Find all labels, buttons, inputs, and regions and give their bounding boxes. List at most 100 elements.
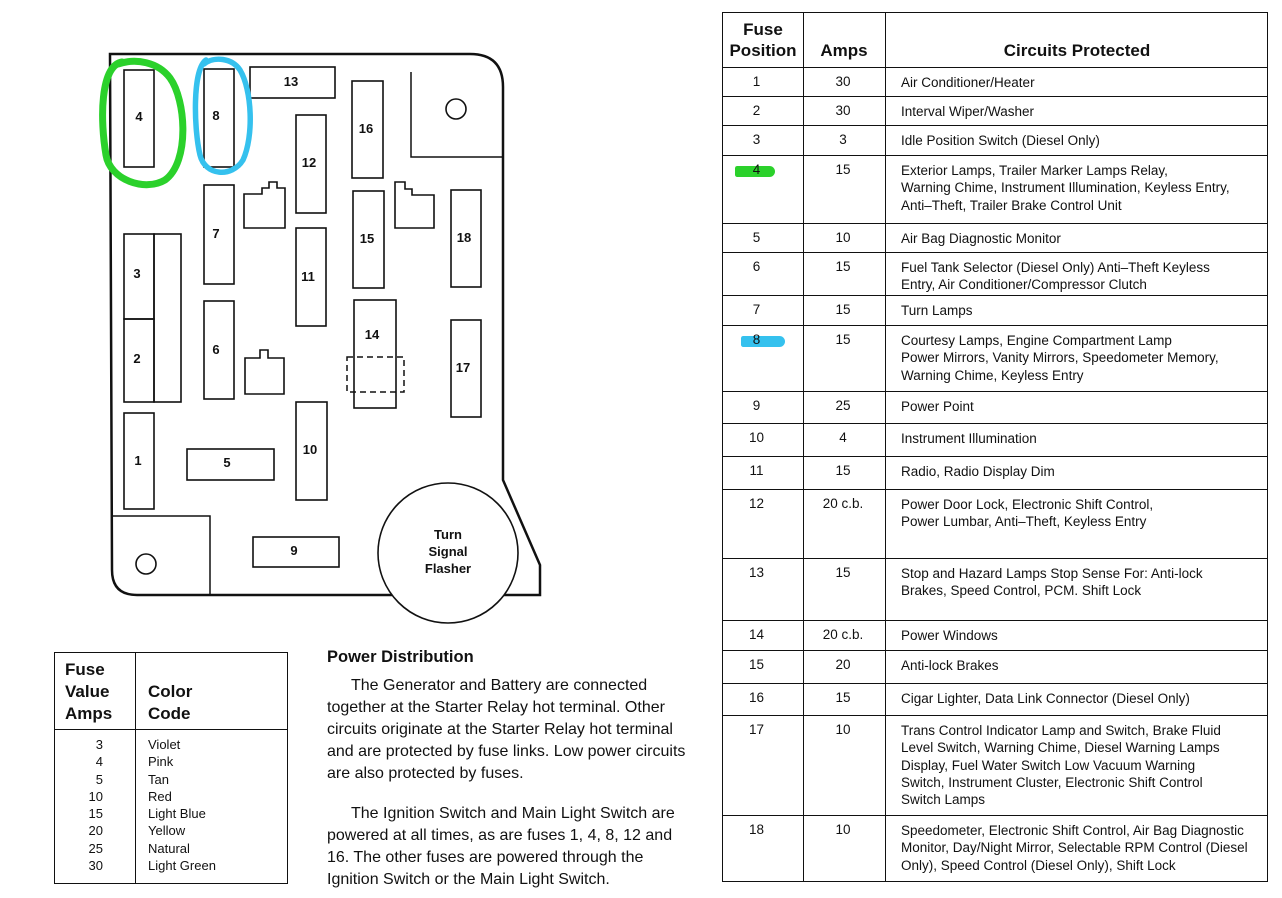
fuse-8[interactable]: 8 bbox=[203, 68, 235, 168]
circuits-cell: Stop and Hazard Lamps Stop Sense For: An… bbox=[901, 565, 1263, 600]
relay-socket-c bbox=[244, 349, 285, 395]
fuse-1[interactable]: 1 bbox=[123, 412, 155, 510]
fuse-18[interactable]: 18 bbox=[450, 189, 482, 288]
fuse-7[interactable]: 7 bbox=[203, 184, 235, 285]
fuse-2[interactable]: 2 bbox=[123, 318, 155, 403]
row-highlight-mark bbox=[735, 166, 775, 177]
row-highlight-mark bbox=[741, 336, 785, 347]
turn-signal-flasher[interactable]: Turn Signal Flasher bbox=[377, 482, 519, 624]
amps-cell: 20 c.b. bbox=[822, 627, 864, 642]
fuse-label: 13 bbox=[284, 74, 298, 89]
fuse-position-cell: 8 bbox=[752, 332, 761, 347]
circuits-cell: Idle Position Switch (Diesel Only) bbox=[901, 132, 1263, 149]
amps-cell: 15 bbox=[88, 806, 103, 822]
amps-cell: 30 bbox=[88, 858, 103, 874]
fuse-9[interactable]: 9 bbox=[252, 536, 340, 568]
circuits-cell: Power Windows bbox=[901, 627, 1263, 644]
header-line: Fuse bbox=[65, 660, 105, 679]
amps-cell: 15 bbox=[835, 690, 851, 705]
circuit-line: Trans Control Indicator Lamp and Switch,… bbox=[901, 723, 1221, 738]
circuit-line: Monitor, Day/Night Mirror, Selectable RP… bbox=[901, 840, 1248, 856]
power-distribution-paragraph-2: The Ignition Switch and Main Light Switc… bbox=[327, 805, 675, 888]
mounting-corner-bottom-left bbox=[112, 515, 211, 595]
fuse-14[interactable]: 14 bbox=[353, 299, 397, 409]
mounting-hole-bottom-left bbox=[135, 553, 157, 575]
amps-cell: 25 bbox=[835, 398, 851, 413]
header-line: Amps bbox=[65, 704, 113, 723]
fuse-15[interactable]: 15 bbox=[352, 190, 385, 289]
circuits-cell: Fuel Tank Selector (Diesel Only) Anti–Th… bbox=[901, 259, 1263, 294]
fuse-label: 10 bbox=[303, 442, 317, 457]
fuse-10[interactable]: 10 bbox=[295, 401, 328, 501]
fuse-label: 6 bbox=[212, 342, 219, 357]
circuit-line: Idle Position Switch (Diesel Only) bbox=[901, 133, 1100, 148]
header-line: Code bbox=[148, 704, 191, 723]
fuse-label: 3 bbox=[133, 266, 140, 281]
circuit-line: Speedometer, Electronic Shift Control, A… bbox=[901, 823, 1244, 838]
amps-cell: 5 bbox=[95, 771, 103, 787]
amps-cell: 30 bbox=[835, 103, 851, 118]
fuse-position-cell: 1 bbox=[752, 74, 761, 89]
fuse-label: 11 bbox=[301, 269, 315, 284]
circuit-line: Radio, Radio Display Dim bbox=[901, 464, 1055, 479]
flasher-label-line-3: Flasher bbox=[425, 561, 471, 576]
fuse-16[interactable]: 16 bbox=[351, 80, 384, 179]
circuits-cell: Interval Wiper/Washer bbox=[901, 103, 1263, 120]
fuse-6[interactable]: 6 bbox=[203, 300, 235, 400]
fuse-12[interactable]: 12 bbox=[295, 114, 327, 214]
circuit-line: Air Bag Diagnostic Monitor bbox=[901, 231, 1061, 246]
circuits-cell: Air Bag Diagnostic Monitor bbox=[901, 230, 1263, 247]
amps-cell: 3 bbox=[839, 132, 847, 147]
circuit-line: Power Door Lock, Electronic Shift Contro… bbox=[901, 497, 1154, 512]
fuse-position-cell: 17 bbox=[748, 722, 765, 737]
fuse-13[interactable]: 13 bbox=[249, 66, 336, 99]
header-line: Value bbox=[65, 682, 110, 701]
circuit-line: Power Lumbar, Anti–Theft, Keyless Entry bbox=[901, 514, 1147, 530]
fuse-label: 12 bbox=[302, 155, 316, 170]
circuits-cell: Anti-lock Brakes bbox=[901, 657, 1263, 674]
fuse-17[interactable]: 17 bbox=[450, 319, 482, 418]
circuit-line: Power Windows bbox=[901, 628, 998, 643]
circuit-line: Instrument Illumination bbox=[901, 431, 1037, 446]
fuse-2-3-housing bbox=[153, 233, 182, 403]
color-cell: Natural bbox=[148, 840, 190, 856]
circuits-cell: Instrument Illumination bbox=[901, 430, 1263, 447]
fuse-4[interactable]: 4 bbox=[123, 69, 155, 168]
fuse-position-cell: 6 bbox=[752, 259, 761, 274]
amps-cell: 10 bbox=[835, 722, 851, 737]
fuse-14-dashed-outline bbox=[346, 356, 405, 393]
fuse-position-cell: 10 bbox=[748, 430, 765, 445]
circuits-cell: Radio, Radio Display Dim bbox=[901, 463, 1263, 480]
fuse-3[interactable]: 3 bbox=[123, 233, 155, 320]
fuse-5[interactable]: 5 bbox=[186, 448, 275, 481]
fuse-position-cell: 7 bbox=[752, 302, 761, 317]
amps-cell: 15 bbox=[835, 463, 851, 478]
circuit-line: Warning Chime, Instrument Illumination, … bbox=[901, 180, 1230, 196]
color-table-header-color: Color Code bbox=[148, 681, 192, 725]
fuse-box-outline bbox=[108, 52, 542, 597]
circuits-cell: Power Door Lock, Electronic Shift Contro… bbox=[901, 496, 1263, 531]
table-row: 3 3 Idle Position Switch (Diesel Only) bbox=[723, 125, 1267, 155]
fuse-label: 5 bbox=[223, 455, 230, 470]
circuits-cell: Turn Lamps bbox=[901, 302, 1263, 319]
circuit-line: Only), Speed Control (Diesel Only), Shif… bbox=[901, 857, 1176, 873]
power-distribution-section: Power Distribution The Generator and Bat… bbox=[327, 646, 697, 891]
fuse-position-cell: 15 bbox=[748, 657, 765, 672]
fuse-position-cell: 16 bbox=[748, 690, 765, 705]
fuse-position-cell: 3 bbox=[752, 132, 761, 147]
fuse-11[interactable]: 11 bbox=[295, 227, 327, 327]
amps-cell: 4 bbox=[839, 430, 847, 445]
circuit-line: Courtesy Lamps, Engine Compartment Lamp bbox=[901, 333, 1172, 348]
table-row: 10 4 Instrument Illumination bbox=[723, 423, 1267, 456]
circuit-line: Air Conditioner/Heater bbox=[901, 75, 1035, 90]
